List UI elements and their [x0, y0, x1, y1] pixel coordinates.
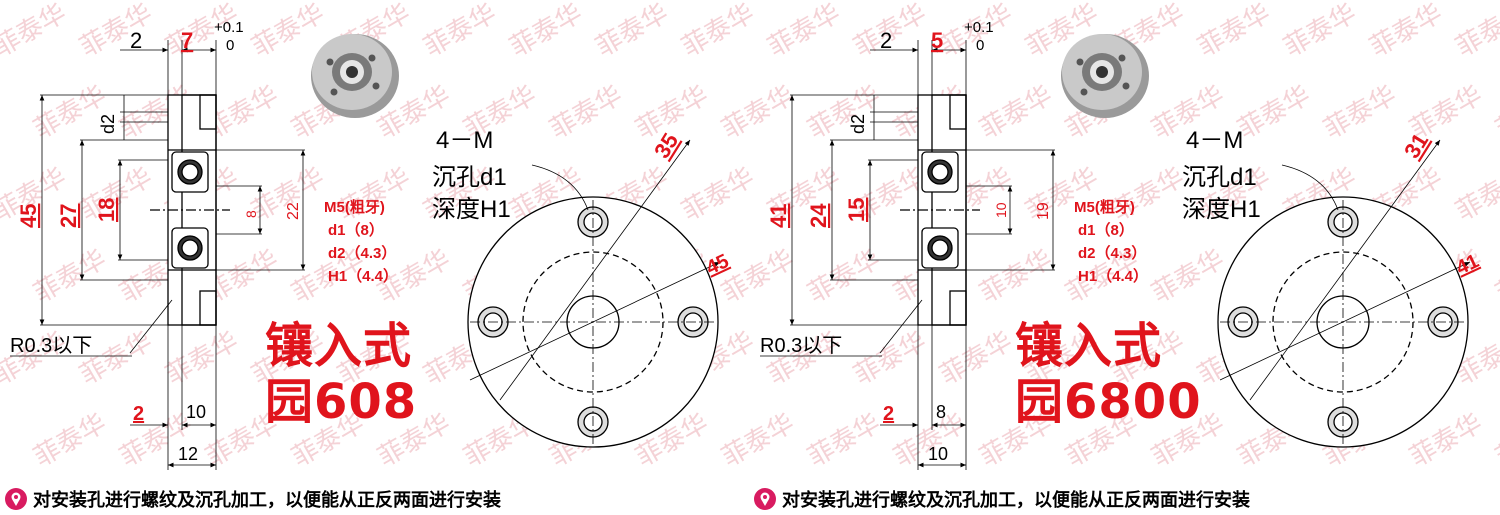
dim-d2: d2 — [848, 114, 868, 134]
install-note-text: 对安装孔进行螺纹及沉孔加工，以便能从正反两面进行安装 — [782, 489, 1250, 511]
product-title: 镶入式 园608 — [265, 318, 417, 430]
technical-drawing: 2 7 +0.1 0 d2 45 27 18 8 22 2 10 12 R0.3… — [10, 19, 732, 470]
dim-bottom-mid: 8 — [936, 402, 946, 422]
side-section-view — [789, 40, 1056, 470]
spec-thread: M5(粗牙) — [1074, 199, 1135, 216]
front-view — [1217, 139, 1471, 448]
spec-h1: H1（4.4） — [1078, 268, 1149, 285]
install-note-text: 对安装孔进行螺纹及沉孔加工，以便能从正反两面进行安装 — [33, 489, 501, 511]
technical-drawing: 2 5 +0.1 0 d2 41 24 15 10 19 2 8 10 R0.3… — [760, 19, 1482, 470]
dim-pcd: 24 — [806, 203, 831, 228]
footer: 对安装孔进行螺纹及沉孔加工，以便能从正反两面进行安装 对安装孔进行螺纹及沉孔加工… — [0, 482, 1500, 515]
radius-note: R0.3以下 — [760, 335, 842, 357]
front-dim-pcd: 35 — [649, 129, 683, 163]
install-note-left: 对安装孔进行螺纹及沉孔加工，以便能从正反两面进行安装 — [4, 482, 501, 515]
dim-bottom-total: 12 — [178, 444, 198, 464]
tolerance-upper: +0.1 — [964, 19, 994, 36]
title-model: 园608 — [265, 374, 418, 430]
spec-d1: d1（8） — [328, 222, 384, 239]
product-photo — [1061, 34, 1149, 118]
dim-bottom-left: 2 — [883, 403, 894, 425]
tolerance-lower: 0 — [226, 37, 234, 54]
dim-bore: 8 — [243, 210, 259, 218]
hole-callout-1: 4－M — [1186, 127, 1243, 154]
spec-d2: d2（4.3） — [1078, 245, 1147, 262]
side-section-view — [39, 40, 306, 470]
dim-housing: 15 — [844, 198, 869, 222]
dim-top-width: 7 — [181, 28, 193, 53]
drawing-panel-6800: 2 5 +0.1 0 d2 41 24 15 10 19 2 8 10 R0.3… — [750, 0, 1500, 480]
dim-top-left: 2 — [130, 28, 142, 53]
spec-thread: M5(粗牙) — [324, 199, 385, 216]
dim-bottom-mid: 10 — [186, 402, 206, 422]
dim-top-width: 5 — [931, 28, 943, 53]
location-pin-icon — [5, 487, 27, 510]
dim-d2: d2 — [98, 114, 118, 134]
dim-bore: 10 — [993, 202, 1009, 218]
product-photo — [311, 34, 399, 118]
spec-d1: d1（8） — [1078, 222, 1134, 239]
dim-pcd: 27 — [56, 204, 81, 228]
front-view — [467, 139, 721, 448]
hole-callout-3: 深度H1 — [1182, 196, 1261, 223]
tolerance-upper: +0.1 — [214, 19, 244, 36]
drawing-panel-608: 2 7 +0.1 0 d2 45 27 18 8 22 2 10 12 R0.3… — [0, 0, 750, 480]
spec-list: M5(粗牙) d1（8） d2（4.3） H1（4.4） — [1074, 196, 1148, 288]
dim-boss: 22 — [285, 202, 302, 220]
hole-callout-2: 沉孔d1 — [1182, 164, 1257, 191]
install-note-right: 对安装孔进行螺纹及沉孔加工，以便能从正反两面进行安装 — [753, 482, 1250, 515]
tolerance-lower: 0 — [976, 37, 984, 54]
hole-callout-1: 4－M — [436, 127, 493, 154]
location-pin-icon — [754, 487, 776, 510]
title-model: 园6800 — [1015, 374, 1202, 430]
dim-bottom-left: 2 — [133, 403, 144, 425]
front-dim-pcd: 31 — [1399, 129, 1433, 163]
dim-outer-diameter: 45 — [16, 204, 41, 228]
product-title: 镶入式 园6800 — [1015, 318, 1202, 430]
spec-list: M5(粗牙) d1（8） d2（4.3） H1（4.4） — [324, 196, 398, 288]
hole-callout-2: 沉孔d1 — [432, 164, 507, 191]
spec-d2: d2（4.3） — [328, 245, 397, 262]
spec-h1: H1（4.4） — [328, 268, 399, 285]
dim-outer-diameter: 41 — [766, 204, 791, 228]
dim-boss: 19 — [1035, 202, 1052, 220]
dim-top-left: 2 — [880, 28, 892, 53]
dim-bottom-total: 10 — [928, 444, 948, 464]
title-type: 镶入式 — [265, 318, 413, 374]
dim-housing: 18 — [94, 198, 119, 222]
title-type: 镶入式 — [1015, 318, 1163, 374]
hole-callout-3: 深度H1 — [432, 196, 511, 223]
radius-note: R0.3以下 — [10, 335, 92, 357]
